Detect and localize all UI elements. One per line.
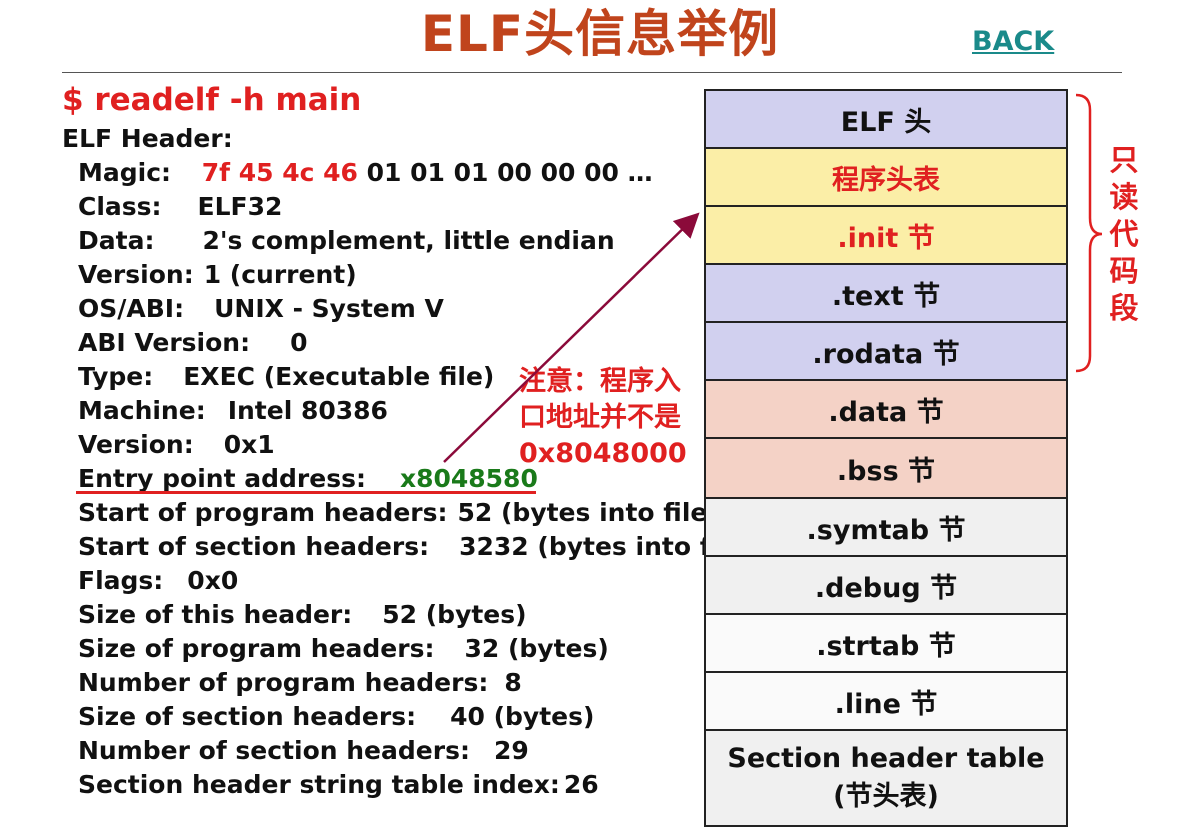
field-value: 40 (bytes) <box>450 702 595 731</box>
title-divider <box>62 72 1122 73</box>
field-class: Class: ELF32 <box>78 192 282 222</box>
back-link[interactable]: BACK <box>972 26 1055 57</box>
field-label: Machine: <box>78 396 206 425</box>
field-label: Start of section headers: <box>78 532 430 561</box>
field-label: Section header string table index: <box>78 770 560 799</box>
note-line: 0x8048000 <box>519 438 687 469</box>
field-label: Class: <box>78 192 162 221</box>
field-section-header-size: Size of section headers: 40 (bytes) <box>78 702 594 732</box>
field-value: 32 (bytes) <box>464 634 609 663</box>
field-program-header-count: Number of program headers: 8 <box>78 668 522 698</box>
field-value: 52 (bytes) <box>382 600 527 629</box>
field-header-size: Size of this header: 52 (bytes) <box>78 600 527 630</box>
page-title: ELF头信息举例 <box>420 5 780 63</box>
field-value: 0 <box>290 328 308 357</box>
note-line: 口地址并不是 <box>519 402 681 433</box>
field-label: Size of this header: <box>78 600 353 629</box>
field-label: Start of program headers: <box>78 498 448 527</box>
field-label: Magic: <box>78 158 172 187</box>
elf-header-label: ELF Header: <box>62 124 233 153</box>
field-value: 2's complement, little endian <box>202 226 615 255</box>
field-label: Type: <box>78 362 154 391</box>
field-label: Version: <box>78 260 194 289</box>
field-shstrndx: Section header string table index:26 <box>78 770 599 800</box>
field-value: 52 (bytes into file) <box>457 498 719 527</box>
field-version-2: Version: 0x1 <box>78 430 275 460</box>
elf-header-fields: Magic: 7f 45 4c 46 01 01 01 00 00 00 … C… <box>78 158 718 818</box>
section-label: .bss 节 <box>836 455 936 487</box>
field-label: Size of program headers: <box>78 634 435 663</box>
section-label: .line 节 <box>834 688 938 720</box>
section-label: Section header table <box>727 743 1045 774</box>
section-label: .debug 节 <box>814 572 958 604</box>
field-label: Number of section headers: <box>78 736 470 765</box>
field-os-abi: OS/ABI: UNIX - System V <box>78 294 444 324</box>
section-label: .strtab 节 <box>816 630 956 662</box>
field-label: ABI Version: <box>78 328 251 357</box>
field-value: Intel 80386 <box>227 396 388 425</box>
section-label: ELF 头 <box>840 106 932 138</box>
field-section-headers-start: Start of section headers: 3232 (bytes int… <box>78 532 718 562</box>
magic-bytes-highlight: 7f 45 4c 46 <box>201 158 358 187</box>
readonly-segment-brace <box>1075 93 1103 373</box>
section-elf-header: ELF 头 <box>704 89 1068 149</box>
field-magic: Magic: 7f 45 4c 46 01 01 01 00 00 00 … <box>78 158 653 188</box>
section-debug: .debug 节 <box>704 555 1068 615</box>
field-value: 1 (current) <box>203 260 357 289</box>
section-text: .text 节 <box>704 263 1068 323</box>
field-value: 29 <box>493 736 529 765</box>
entry-point-underline <box>76 491 536 494</box>
section-symtab: .symtab 节 <box>704 497 1068 557</box>
section-bss: .bss 节 <box>704 437 1068 499</box>
field-label: Number of program headers: <box>78 668 489 697</box>
section-label: .init 节 <box>837 222 935 254</box>
field-label: Data: <box>78 226 155 255</box>
field-value: 26 <box>563 770 599 799</box>
field-flags: Flags: 0x0 <box>78 566 238 596</box>
field-label: Entry point address: <box>78 464 366 493</box>
field-type: Type: EXEC (Executable file) <box>78 362 494 392</box>
field-value: UNIX - System V <box>214 294 444 323</box>
section-label: .rodata 节 <box>812 338 960 370</box>
field-data: Data: 2's complement, little endian <box>78 226 615 256</box>
readelf-command: $ readelf -h main <box>62 82 362 118</box>
section-label: .symtab 节 <box>806 514 966 546</box>
field-label: Version: <box>78 430 194 459</box>
entry-point-arrow <box>443 212 700 463</box>
field-value: 0x1 <box>223 430 275 459</box>
field-value: 8 <box>504 668 522 697</box>
field-value: 0x0 <box>187 566 239 595</box>
section-sublabel: (节头表) <box>833 781 939 812</box>
readonly-segment-label: 只读代码段 <box>1109 143 1139 325</box>
field-label: OS/ABI: <box>78 294 185 323</box>
field-value: 01 01 01 00 00 00 … <box>366 158 653 187</box>
field-program-headers-start: Start of program headers: 52 (bytes into … <box>78 498 718 528</box>
section-label: 程序头表 <box>832 164 940 196</box>
entry-point-value: x8048580 <box>399 464 538 493</box>
field-label: Size of section headers: <box>78 702 417 731</box>
section-label: .data 节 <box>828 396 944 428</box>
field-abi-version: ABI Version: 0 <box>78 328 308 358</box>
field-section-header-count: Number of section headers: 29 <box>78 736 529 766</box>
entry-note: 注意：程序入 口地址并不是 0x8048000 <box>519 364 687 472</box>
note-line: 注意：程序入 <box>519 366 681 397</box>
section-header-table: Section header table (节头表) <box>704 729 1068 827</box>
field-version: Version: 1 (current) <box>78 260 357 290</box>
field-machine: Machine: Intel 80386 <box>78 396 388 426</box>
field-value: ELF32 <box>197 192 283 221</box>
section-label: .text 节 <box>831 280 941 312</box>
field-value: EXEC (Executable file) <box>183 362 495 391</box>
field-label: Flags: <box>78 566 164 595</box>
field-program-header-size: Size of program headers: 32 (bytes) <box>78 634 609 664</box>
field-value: 3232 (bytes into file) <box>459 532 718 561</box>
field-entry-point: Entry point address: x8048580 <box>78 464 538 494</box>
section-data: .data 节 <box>704 379 1068 439</box>
